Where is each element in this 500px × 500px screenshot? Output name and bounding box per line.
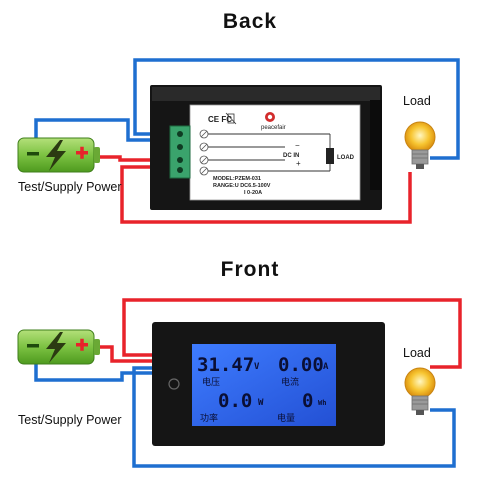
power-value: 0.0: [218, 390, 252, 412]
voltage-value: 31.47: [197, 354, 254, 376]
voltage-label: 电压: [202, 376, 220, 387]
terminal-block: [169, 125, 191, 179]
front-load-label: Load: [403, 346, 431, 360]
load-label-sticker: LOAD: [337, 155, 355, 161]
energy-unit: Wh: [318, 399, 326, 407]
back-battery: [17, 137, 100, 173]
front-title: Front: [220, 258, 280, 281]
back-bulb-icon: [404, 121, 436, 169]
model-label: MODEL:PZEM-031: [213, 176, 261, 182]
front-battery: [17, 329, 100, 365]
dc-in-label: DC IN: [283, 153, 299, 159]
back-red-wire-load: [120, 165, 412, 224]
front-meter: [152, 322, 385, 446]
lcd-screen: [192, 344, 336, 426]
lightning-icon: [46, 332, 66, 363]
back-blue-wire-supply: [34, 118, 170, 150]
front-blue-wires: [34, 360, 456, 468]
front-bulb-icon: [404, 367, 436, 415]
back-meter: CE FC peacefair − DC IN + LOAD MODEL:PZE…: [150, 85, 382, 210]
recycle-bin-icon: [225, 112, 237, 125]
plus-sign-icon: [76, 146, 88, 159]
ce-fc-mark: CE FC: [208, 115, 232, 124]
lightning-icon: [46, 140, 66, 171]
back-blue-wire-load: [133, 58, 460, 160]
peacefair-logo: [265, 112, 275, 122]
energy-label: 电量: [277, 412, 295, 423]
minus-sign-icon: [27, 152, 39, 156]
current-label: 电流: [281, 376, 299, 387]
reset-button[interactable]: [168, 378, 180, 390]
range-label: RANGE:U DC6.5-100V: [213, 183, 271, 189]
back-red-wires: [98, 155, 412, 224]
power-label: 功率: [200, 412, 218, 423]
back-title: Back: [222, 10, 278, 33]
back-red-wire-supply: [98, 155, 172, 162]
front-red-wire-load: [122, 298, 462, 369]
current-range-label: I 0-20A: [244, 190, 262, 196]
sticker-minus: −: [295, 141, 300, 150]
back-load-label: Load: [403, 94, 431, 108]
power-unit: W: [258, 398, 264, 408]
brand-name: peacefair: [261, 125, 286, 131]
voltage-unit: V: [254, 362, 260, 372]
current-unit: A: [323, 362, 329, 372]
front-red-wire-supply: [98, 345, 160, 363]
front-supply-label: Test/Supply Power: [18, 413, 122, 427]
front-red-wires: [98, 298, 462, 369]
current-value: 0.00: [278, 354, 324, 376]
energy-value: 0: [302, 390, 313, 412]
minus-sign-icon: [27, 344, 39, 348]
back-blue-wires: [34, 58, 460, 160]
back-supply-label: Test/Supply Power: [18, 180, 122, 194]
plus-sign-icon: [76, 338, 88, 351]
front-blue-wire-load: [132, 366, 456, 468]
load-resistor-symbol: [326, 148, 334, 164]
sticker-plus: +: [296, 159, 301, 168]
